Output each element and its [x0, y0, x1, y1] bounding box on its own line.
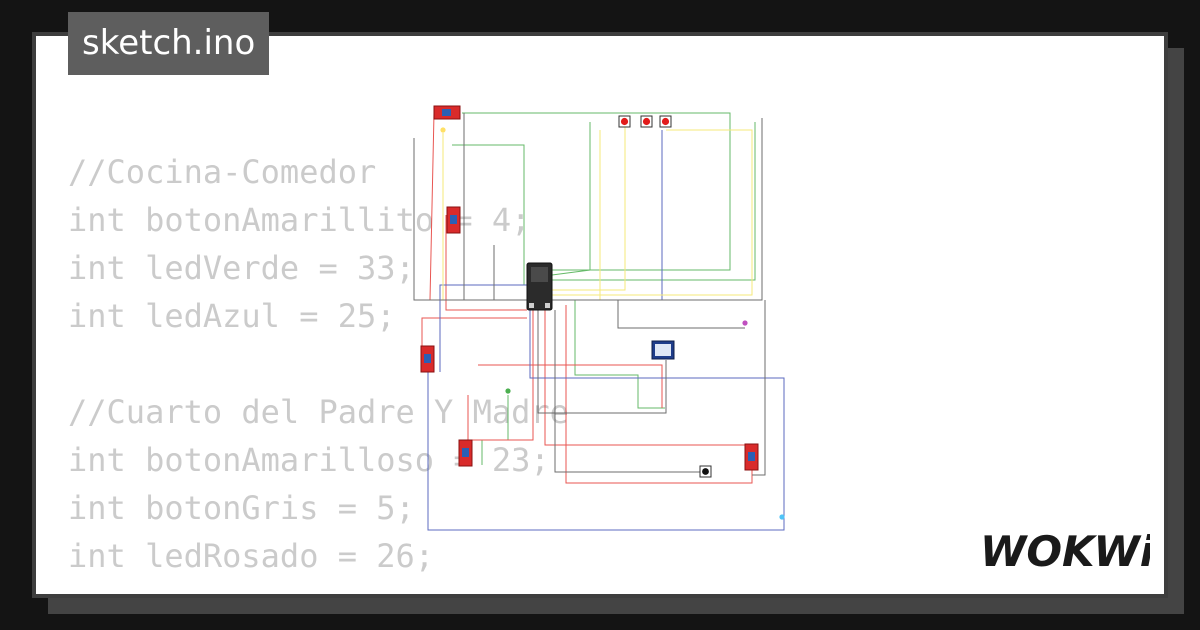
- relay-module: [433, 105, 461, 120]
- wire-red: [467, 310, 534, 441]
- wire-green: [481, 395, 509, 465]
- wokwi-logo: WOKWi: [980, 527, 1150, 574]
- wire-black: [413, 138, 527, 301]
- wire-red: [544, 310, 745, 446]
- relay-module: [744, 443, 759, 471]
- circuit-diagram: [413, 105, 785, 531]
- code-preview: //Cocina-Comedor int botonAmarillito = 4…: [68, 148, 569, 580]
- code-line: int ledVerde = 33;: [68, 249, 415, 287]
- wire-yellow: [552, 129, 753, 296]
- push-button: [659, 115, 672, 128]
- code-line: //Cocina-Comedor: [68, 153, 377, 191]
- wire-red: [565, 305, 753, 484]
- code-line: //Cuarto del Padre Y Madre: [68, 393, 569, 431]
- wire-green: [552, 122, 756, 281]
- esp32-board-icon: [526, 262, 553, 311]
- wire-red: [421, 317, 527, 365]
- wire-red: [429, 112, 527, 301]
- push-button: [618, 115, 631, 128]
- wire-green: [574, 300, 665, 409]
- wire-green: [452, 144, 525, 285]
- code-line: int ledRosado = 26;: [68, 537, 435, 575]
- wire-black: [537, 310, 667, 414]
- wire-yellow: [552, 122, 626, 291]
- wire-black: [554, 310, 705, 473]
- wire-black: [617, 300, 745, 329]
- lcd-module-icon: [651, 340, 675, 360]
- led-icon: [742, 320, 748, 326]
- wire-blue: [439, 284, 527, 372]
- wire-black: [752, 300, 766, 476]
- relay-module: [420, 345, 435, 373]
- push-button: [640, 115, 653, 128]
- wire-red: [445, 215, 527, 311]
- led-icon: [779, 514, 785, 520]
- wire-red: [478, 364, 663, 408]
- wire-green: [462, 112, 731, 271]
- preview-card: [32, 32, 1168, 598]
- code-line: int botonGris = 5;: [68, 489, 415, 527]
- wire-blue: [427, 300, 785, 531]
- relay-module: [446, 206, 461, 234]
- led-icon: [505, 388, 511, 394]
- wire-blue: [552, 130, 663, 301]
- filename-tab[interactable]: sketch.ino: [68, 12, 270, 75]
- code-line: int ledAzul = 25;: [68, 297, 396, 335]
- wokwi-logo-text: WOKWi: [980, 527, 1150, 574]
- relay-module: [458, 439, 473, 467]
- wires: [413, 112, 785, 531]
- push-button-black: [699, 465, 712, 478]
- wire-green: [551, 122, 591, 276]
- wire-black: [552, 118, 763, 301]
- led-icon: [440, 127, 446, 133]
- code-line: int botonAmarilloso = 23;: [68, 441, 550, 479]
